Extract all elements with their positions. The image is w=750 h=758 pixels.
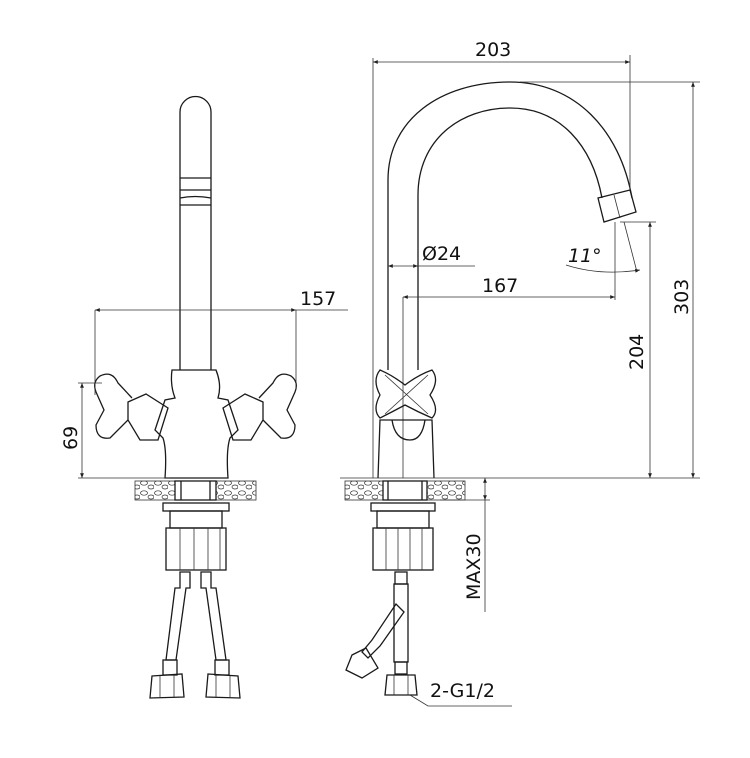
dimension-pipe-diameter-label: Ø24 — [422, 243, 461, 265]
front-mount-nut — [162, 502, 230, 571]
dimension-167: 167 — [403, 222, 616, 300]
dimension-max30: MAX30 — [440, 478, 490, 612]
side-counter-section — [344, 480, 466, 501]
front-body — [154, 369, 239, 479]
dimension-diameter: Ø24 — [388, 243, 475, 268]
dimension-303: 303 — [340, 81, 700, 479]
dimension-height-total-label: 303 — [671, 279, 693, 315]
dimension-spout-angle-label: 11° — [568, 245, 602, 267]
front-left-handle — [94, 373, 169, 441]
dimension-spout-reach-label: 167 — [482, 275, 518, 297]
front-counter-section — [134, 480, 257, 501]
dimension-width-label: 157 — [300, 288, 336, 310]
front-right-handle — [222, 373, 297, 441]
side-mount-nut — [370, 502, 436, 571]
dimension-69: 69 — [60, 382, 170, 479]
side-spout — [387, 81, 637, 478]
dimension-204: 204 — [620, 221, 656, 478]
front-spout — [179, 95, 212, 370]
connection-callout: 2-G1/2 — [409, 680, 512, 707]
dimension-203: 203 — [372, 39, 631, 478]
side-view: 203 303 204 167 Ø24 — [340, 39, 700, 707]
side-hoses — [345, 571, 418, 696]
dimension-handle-height-label: 69 — [60, 426, 82, 450]
dimension-spout-height-label: 204 — [626, 334, 648, 370]
dimension-reach-total-label: 203 — [475, 39, 511, 61]
dimension-157: 157 — [94, 288, 348, 395]
dimension-angle: 11° — [565, 221, 641, 273]
front-view: 157 69 — [60, 95, 348, 699]
side-body — [375, 369, 437, 479]
dimension-max-thickness-label: MAX30 — [463, 533, 485, 600]
front-hoses — [149, 571, 241, 699]
connection-thread-label: 2-G1/2 — [430, 680, 495, 702]
